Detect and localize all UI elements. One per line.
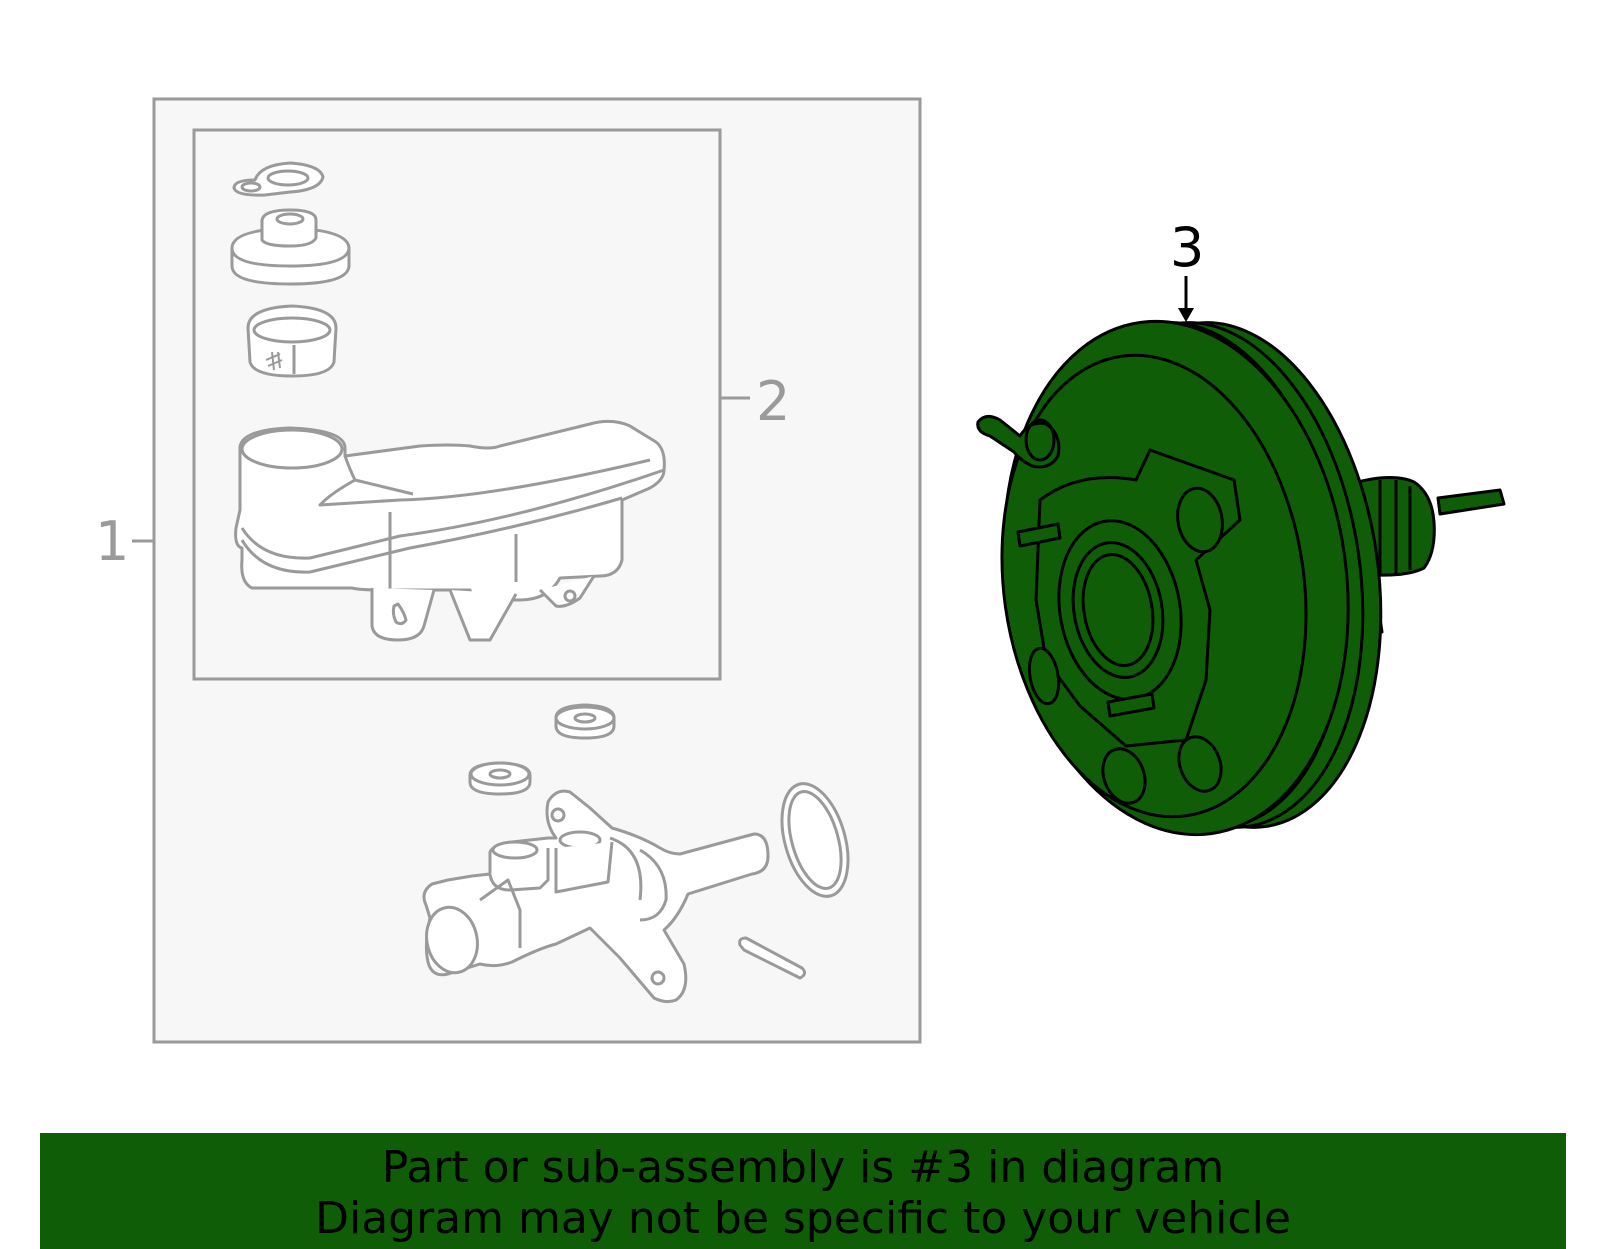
banner-line-1: Part or sub-assembly is #3 in diagram xyxy=(381,1142,1225,1193)
reservoir-assembly-icon xyxy=(230,161,666,642)
master-cylinder-icon xyxy=(422,703,850,1004)
callout-1: 1 xyxy=(95,510,129,573)
callout-3: 3 xyxy=(1170,216,1204,279)
callout-2: 2 xyxy=(756,370,790,433)
info-banner: Part or sub-assembly is #3 in diagram Di… xyxy=(40,1133,1566,1249)
brake-booster-icon xyxy=(976,319,1506,837)
banner-line-2: Diagram may not be specific to your vehi… xyxy=(315,1193,1291,1244)
leader-lines xyxy=(132,276,1194,543)
